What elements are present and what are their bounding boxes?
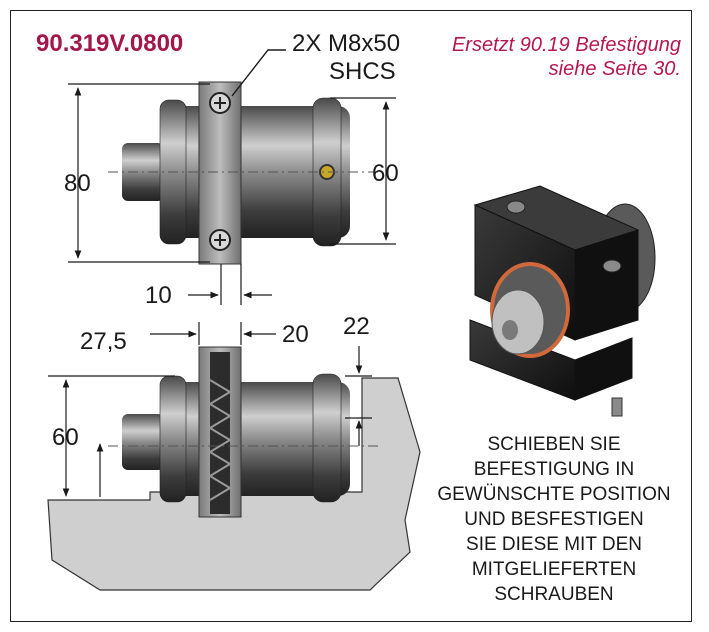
part-number: 90.319V.0800	[36, 30, 184, 57]
dim-60-top-lines	[330, 97, 396, 245]
screw-callout-line-2: SHCS	[329, 58, 396, 85]
instruction-line: SCHIEBEN SIE	[487, 434, 621, 455]
instruction-line: BEFESTIGUNG IN	[473, 459, 635, 480]
dim-10-lines	[188, 264, 272, 305]
note-line-1: Ersetzt 90.19 Befestigung	[451, 34, 681, 56]
dim-27-20-lines	[150, 322, 276, 345]
isometric-view	[469, 185, 656, 417]
mounting-instructions: SCHIEBEN SIE BEFESTIGUNG IN GEWÜNSCHTE P…	[420, 432, 688, 607]
top-view-part	[108, 81, 380, 265]
instruction-line: UND BESFESTIGEN	[464, 509, 644, 530]
instruction-line: MITGELIEFERTEN	[471, 559, 637, 580]
note-line-2: siehe Seite 30.	[548, 58, 681, 80]
dim-60-top-label: 60	[372, 160, 399, 187]
instruction-line: SCHRAUBEN	[494, 584, 614, 605]
dim-22-label: 22	[343, 313, 370, 340]
instruction-line: SIE DIESE MIT DEN	[466, 534, 642, 555]
screw-callout-line-1: 2X M8x50	[292, 30, 401, 57]
page-border	[10, 10, 692, 622]
dim-20-label: 20	[282, 321, 309, 348]
dim-10-label: 10	[145, 282, 172, 309]
dim-60-bottom-lines	[48, 375, 175, 497]
screw-callout-leader	[231, 49, 286, 97]
dim-80-lines	[68, 83, 210, 263]
instruction-line: GEWÜNSCHTE POSITION	[437, 484, 671, 505]
bottom-view-part	[47, 346, 421, 591]
dim-22-lines	[345, 346, 372, 446]
dim-80-label: 80	[64, 170, 91, 197]
dim-60-bottom-label: 60	[52, 424, 79, 451]
dim-27-5-label: 27,5	[80, 328, 127, 355]
